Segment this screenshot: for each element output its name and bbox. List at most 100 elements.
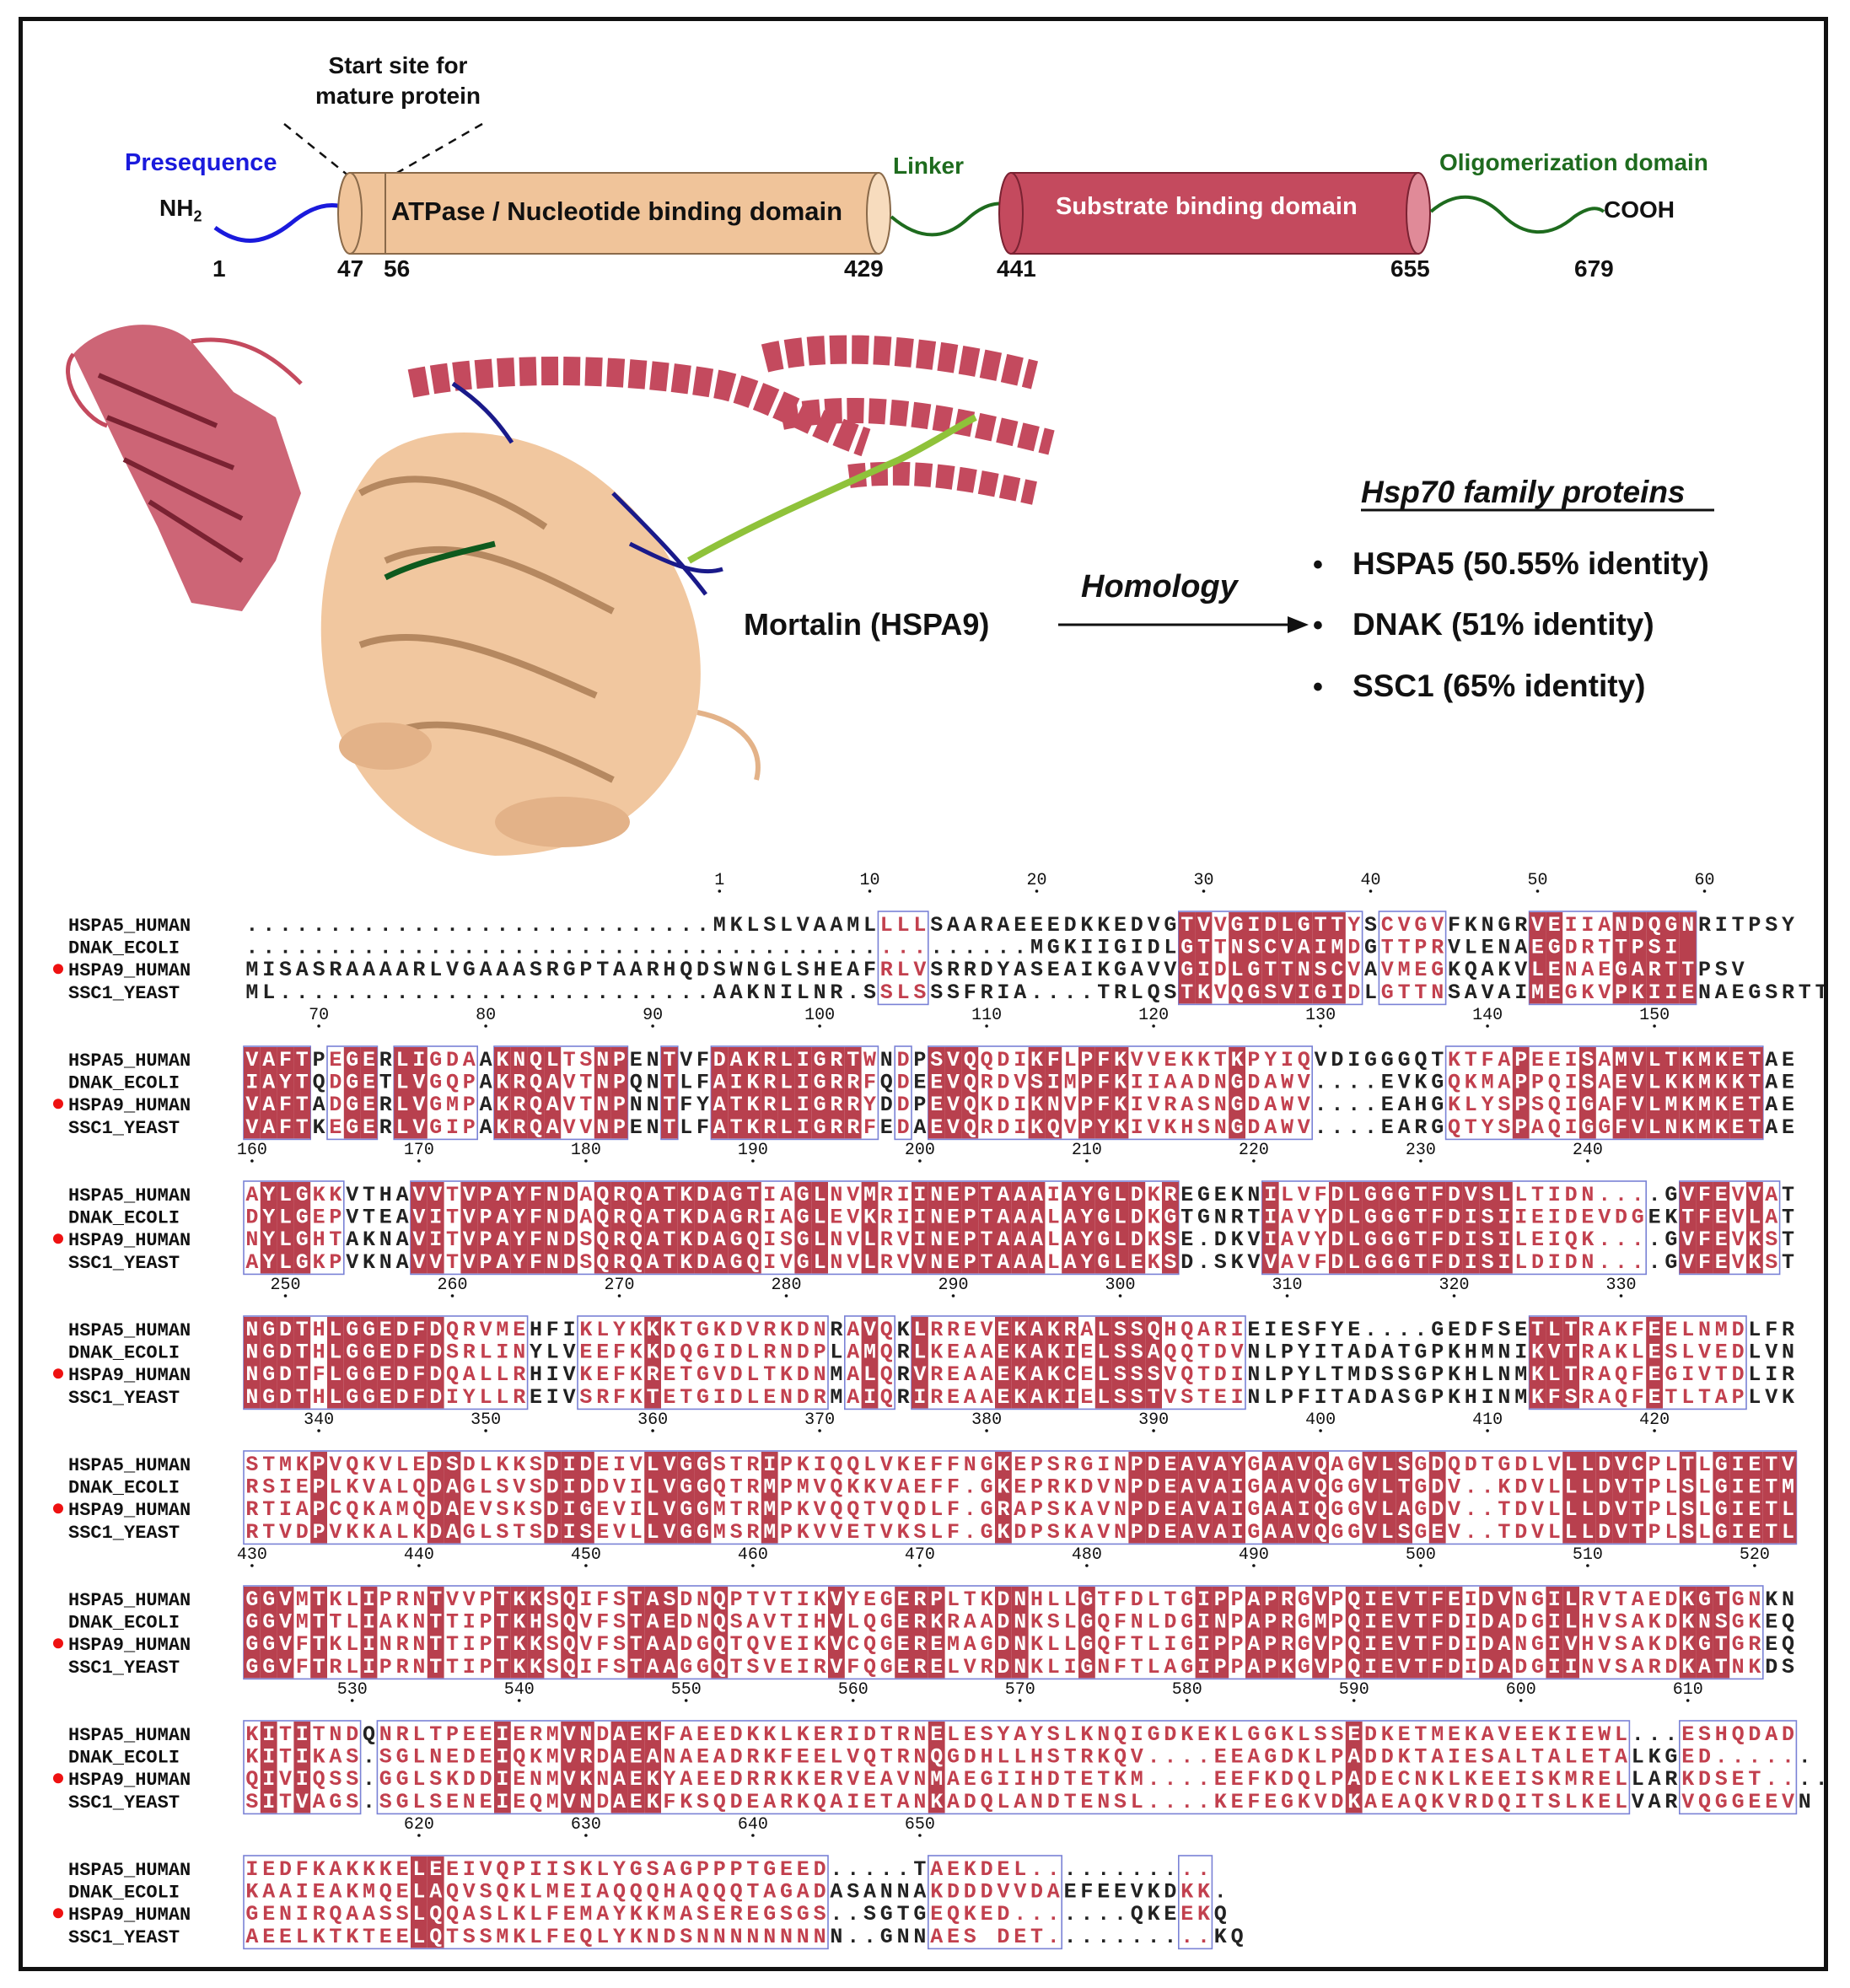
residue: I (279, 1475, 292, 1500)
residue: I (1565, 1115, 1578, 1140)
residue: T (1782, 1250, 1794, 1275)
residue: V (563, 1767, 576, 1792)
residue: A (964, 1362, 976, 1387)
residue: K (513, 1588, 525, 1612)
residue: T (1748, 1048, 1761, 1072)
residue: F (546, 1925, 559, 1949)
residue: Q (630, 1228, 643, 1252)
residue: K (1298, 1790, 1310, 1814)
residue: A (647, 1183, 659, 1207)
residue: G (1398, 1228, 1411, 1252)
residue: A (1615, 1745, 1627, 1770)
residue: L (780, 958, 793, 982)
residue: R (513, 1071, 525, 1095)
residue: R (513, 1093, 525, 1117)
residue: I (1548, 1610, 1561, 1635)
residue: K (1431, 1767, 1444, 1792)
residue: V (579, 1115, 592, 1140)
residue: D (1448, 1655, 1460, 1679)
residue: Q (863, 1610, 876, 1635)
residue: D (1131, 1206, 1143, 1230)
residue: T (296, 1048, 309, 1072)
residue: A (981, 1610, 993, 1635)
residue: N (412, 1610, 425, 1635)
conservation-box (577, 1315, 829, 1410)
residue: A (1465, 981, 1477, 1005)
residue: D (880, 1093, 893, 1117)
residue: S (930, 1048, 943, 1072)
residue: K (1615, 1318, 1627, 1342)
residue: Q (1548, 1093, 1561, 1117)
residue: A (1080, 1520, 1093, 1545)
residue: L (1531, 1453, 1544, 1477)
residue: A (713, 1183, 726, 1207)
residue: D (897, 1115, 910, 1140)
residue: N (1214, 1093, 1227, 1117)
residue: I (1548, 1183, 1561, 1207)
residue: C (1632, 1453, 1644, 1477)
residue: T (579, 1071, 592, 1095)
residue: R (1648, 958, 1661, 982)
residue: F (296, 1655, 309, 1679)
residue: G (981, 1632, 993, 1657)
residue: Q (1448, 1115, 1460, 1140)
residue: T (1765, 1453, 1777, 1477)
residue: T (446, 1206, 459, 1230)
residue: K (1064, 1497, 1077, 1522)
residue: I (262, 958, 275, 982)
residue: N (746, 1925, 759, 1949)
residue: Q (412, 1497, 425, 1522)
residue: N (1114, 1453, 1127, 1477)
residue: N (1131, 1610, 1143, 1635)
residue: F (412, 1385, 425, 1410)
residue: R (329, 1655, 341, 1679)
residue: L (1565, 1520, 1578, 1545)
residue: A (947, 1790, 960, 1814)
residue: V (763, 1655, 776, 1679)
residue: . (1615, 1228, 1627, 1252)
residue: Q (1347, 1655, 1360, 1679)
residue: F (1097, 1048, 1110, 1072)
residue: P (1231, 1610, 1244, 1635)
residue: N (1664, 1115, 1677, 1140)
residue: Q (1498, 1790, 1510, 1814)
residue: . (1315, 1093, 1327, 1117)
residue: T (1214, 936, 1227, 960)
residue: K (313, 1857, 325, 1882)
residue: D (1482, 1655, 1494, 1679)
residue: I (613, 1453, 626, 1477)
residue: F (1315, 1183, 1327, 1207)
residue: K (1180, 1880, 1193, 1905)
residue: T (630, 1588, 643, 1612)
identical-column (1746, 1182, 1763, 1274)
residue: G (1180, 1588, 1193, 1612)
residue: F (930, 1475, 943, 1500)
residue: I (1315, 936, 1327, 960)
residue: D (279, 1341, 292, 1365)
residue: P (1131, 1453, 1143, 1477)
residue: T (579, 1093, 592, 1117)
residue: T (1632, 1475, 1644, 1500)
residue: K (530, 1588, 542, 1612)
residue: L (1014, 1857, 1026, 1882)
residue: N (1615, 913, 1627, 938)
identical-column (912, 1317, 928, 1409)
residue: T (763, 1362, 776, 1387)
residue: K (496, 1115, 508, 1140)
residue: T (429, 1610, 442, 1635)
residue: R (1465, 1790, 1477, 1814)
residue: V (947, 1093, 960, 1117)
residue: L (1047, 1250, 1060, 1275)
identical-column (1629, 1047, 1647, 1139)
alignment-tick-label: 380 (971, 1410, 1002, 1430)
residue: A (1047, 1880, 1060, 1905)
residue: L (1097, 1362, 1110, 1387)
residue: E (363, 1048, 375, 1072)
residue: V (463, 1206, 476, 1230)
residue: T (680, 1362, 692, 1387)
residue: E (1014, 1475, 1026, 1500)
residue: I (1014, 1767, 1026, 1792)
residue: A (313, 1790, 325, 1814)
residue: P (313, 1475, 325, 1500)
residue: G (1298, 913, 1310, 938)
